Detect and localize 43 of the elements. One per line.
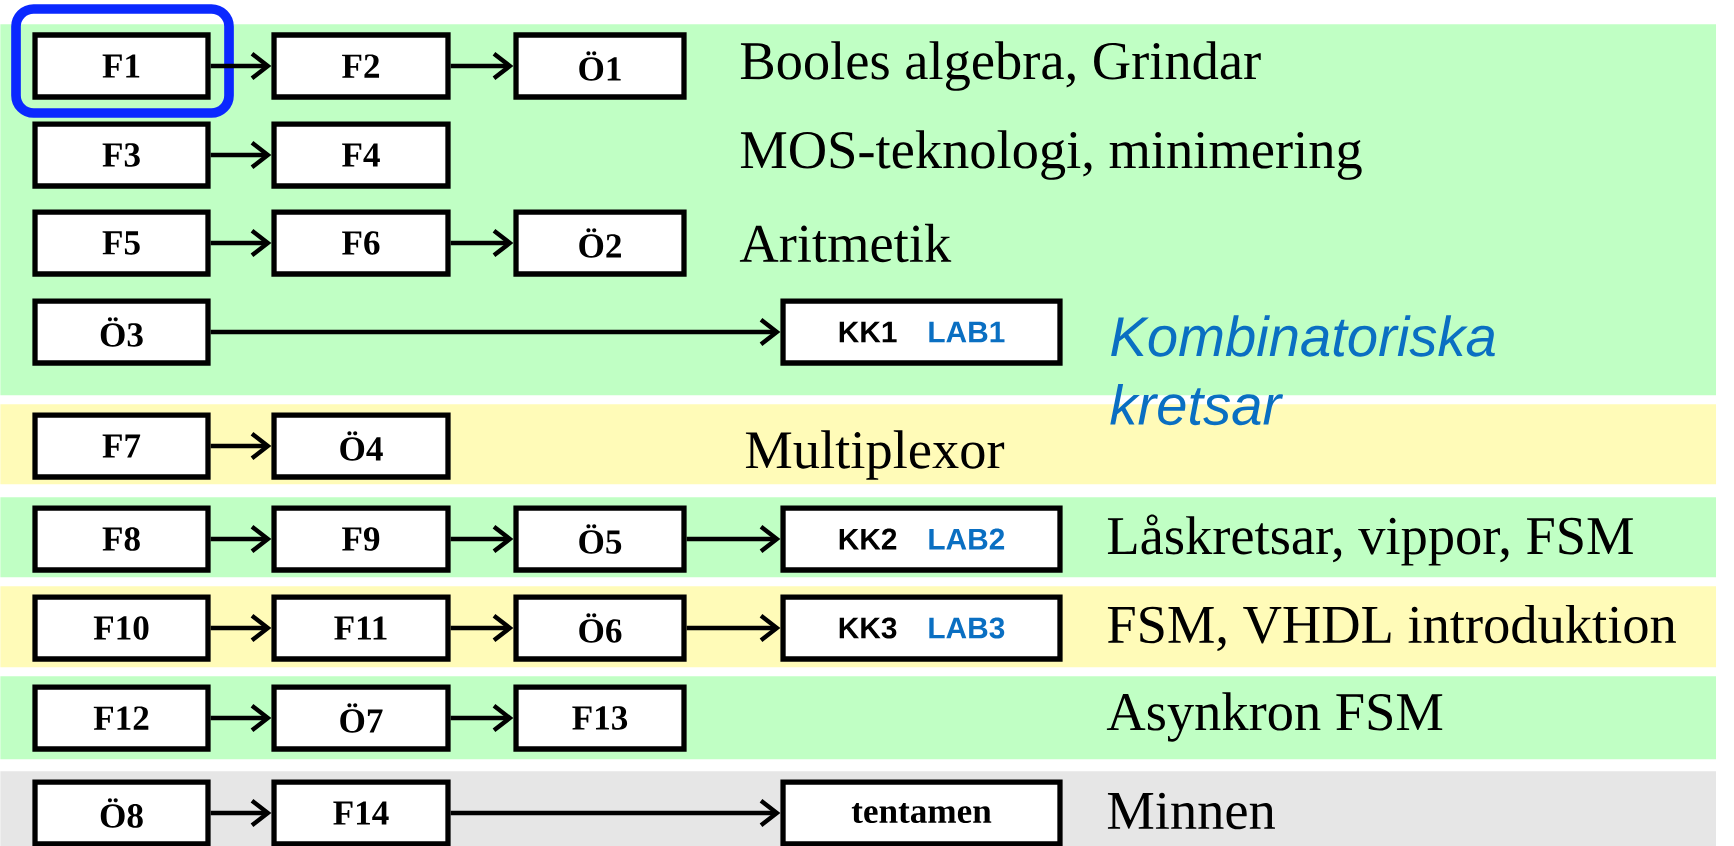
arrow	[450, 51, 514, 81]
lecture-box: Ö8	[32, 779, 211, 846]
lecture-box: Ö4	[271, 412, 451, 480]
lecture-box: F5	[32, 209, 211, 277]
lecture-box: Ö7	[271, 684, 451, 752]
lecture-box: F3	[32, 121, 211, 189]
arrow	[450, 613, 514, 643]
arrow	[686, 525, 781, 554]
lecture-box: KK3 LAB3	[780, 594, 1063, 662]
arrow	[450, 228, 514, 258]
arrow	[210, 798, 272, 828]
lecture-box: Ö6	[513, 594, 687, 662]
arrow	[210, 613, 272, 643]
lecture-box: F14	[271, 779, 451, 846]
arrow	[210, 140, 272, 170]
lecture-box: F6	[271, 209, 451, 277]
lecture-box: F1	[32, 32, 211, 100]
lecture-box: KK1 LAB1	[780, 298, 1063, 366]
lecture-box: Ö5	[513, 505, 687, 573]
arrow	[210, 228, 272, 258]
lecture-box: Ö1	[513, 32, 687, 100]
lecture-box: F11	[271, 594, 451, 662]
lecture-box: F10	[32, 594, 211, 662]
lecture-box: tentamen	[780, 779, 1063, 846]
lecture-box: F4	[271, 121, 451, 189]
arrow	[210, 51, 272, 81]
lecture-box: F13	[513, 684, 687, 752]
arrow	[450, 703, 514, 733]
lecture-box: F7	[32, 412, 211, 480]
arrow	[450, 799, 781, 828]
lecture-box: F8	[32, 505, 211, 573]
lecture-box: F12	[32, 684, 211, 752]
arrow	[686, 614, 781, 643]
arrow	[210, 703, 272, 733]
lecture-box: F9	[271, 505, 451, 573]
lecture-box: KK2 LAB2	[780, 505, 1063, 573]
arrow	[210, 431, 272, 461]
arrow	[450, 524, 514, 554]
arrow	[210, 524, 272, 554]
lecture-box: Ö2	[513, 209, 687, 277]
lecture-box: F2	[271, 32, 451, 100]
arrow	[210, 318, 781, 347]
lecture-box: Ö3	[32, 298, 211, 366]
